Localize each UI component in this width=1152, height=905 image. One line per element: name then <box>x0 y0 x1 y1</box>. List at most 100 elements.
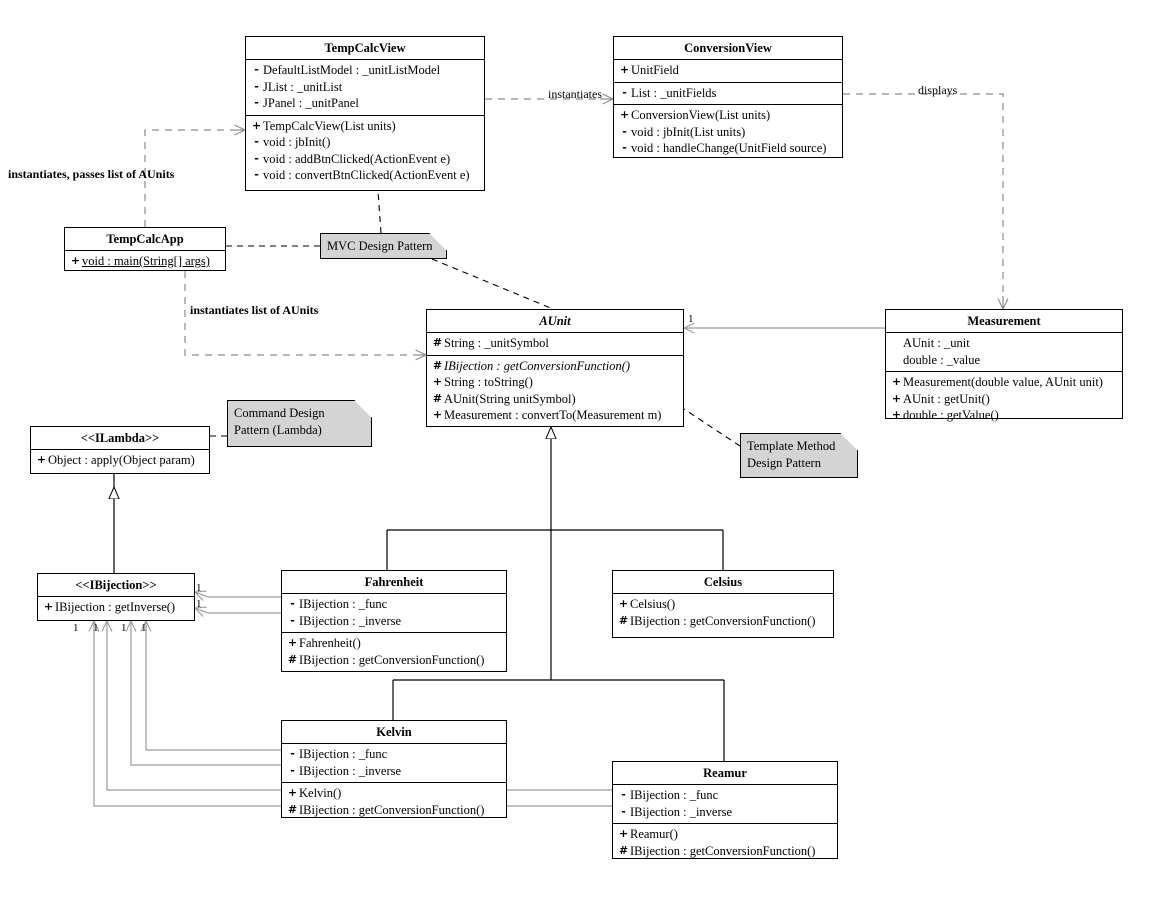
class-name-tempcalcview: TempCalcView <box>246 37 484 60</box>
class-name-kelvin: Kelvin <box>282 721 506 744</box>
methods-compartment: +TempCalcView(List units) -void : jbInit… <box>246 116 484 187</box>
class-box-celsius[interactable]: Celsius +Celsius() #IBijection : getConv… <box>612 570 834 638</box>
method-text: void : handleChange(UnitField source) <box>631 141 827 155</box>
method-text: IBijection : getConversionFunction() <box>299 652 485 667</box>
multiplicity-label: 1 <box>121 622 127 634</box>
method-row: +Fahrenheit() <box>284 635 504 652</box>
note-command-design-pattern[interactable]: Command Design Pattern (Lambda) <box>227 400 372 447</box>
method-row: +Measurement(double value, AUnit unit) <box>888 374 1120 391</box>
class-name-aunit: AUnit <box>427 310 683 333</box>
class-box-fahrenheit[interactable]: Fahrenheit -IBijection : _func -IBijecti… <box>281 570 507 672</box>
class-box-ilambda[interactable]: <<ILambda>> +Object : apply(Object param… <box>30 426 210 474</box>
visibility-marker: # <box>287 652 298 666</box>
attributes-compartment: #String : _unitSymbol <box>427 333 683 356</box>
visibility-marker: - <box>621 804 626 818</box>
edge-conversionview-to-measurement <box>843 93 1009 311</box>
attributes-compartment: -IBijection : _func -IBijection : _inver… <box>282 594 506 633</box>
class-box-tempcalcview[interactable]: TempCalcView -DefaultListModel : _unitLi… <box>245 36 485 191</box>
method-row: #IBijection : getConversionFunction() <box>615 843 835 860</box>
methods-compartment: +Celsius() #IBijection : getConversionFu… <box>613 594 833 632</box>
visibility-marker: - <box>622 85 627 99</box>
attributes-compartment: -List : _unitFields <box>614 83 842 105</box>
visibility-marker: + <box>43 600 54 613</box>
visibility-marker: - <box>290 763 295 777</box>
method-text: void : convertBtnClicked(ActionEvent e) <box>263 168 470 182</box>
multiplicity-label: 1 <box>141 622 147 634</box>
method-row: -void : addBtnClicked(ActionEvent e) <box>248 151 482 168</box>
method-row: #IBijection : getConversionFunction() <box>429 358 681 375</box>
attribute-row: -IBijection : _inverse <box>615 804 835 821</box>
visibility-marker: - <box>254 168 259 181</box>
visibility-marker: + <box>619 63 630 76</box>
method-row: #IBijection : getConversionFunction() <box>284 802 504 819</box>
class-box-kelvin[interactable]: Kelvin -IBijection : _func -IBijection :… <box>281 720 507 818</box>
visibility-marker: - <box>621 788 626 801</box>
visibility-marker: - <box>290 747 295 760</box>
visibility-marker: - <box>290 597 295 610</box>
visibility-marker: # <box>432 358 443 372</box>
class-name-ibijection: <<IBijection>> <box>38 574 194 597</box>
class-box-aunit[interactable]: AUnit #String : _unitSymbol #IBijection … <box>426 309 684 427</box>
method-text: IBijection : getConversionFunction() <box>444 358 631 373</box>
class-box-ibijection[interactable]: <<IBijection>> +IBijection : getInverse(… <box>37 573 195 621</box>
inner-class-compartment: +UnitField <box>614 60 842 83</box>
edge-note-mvc-anchors <box>226 190 554 310</box>
attribute-row: -IBijection : _inverse <box>284 613 504 630</box>
attribute-row: -IBijection : _inverse <box>284 763 504 780</box>
class-name-ilambda: <<ILambda>> <box>31 427 209 450</box>
attribute-text: IBijection : _inverse <box>299 613 402 628</box>
visibility-marker: - <box>622 141 627 154</box>
attribute-row: double : _value <box>888 352 1120 369</box>
method-row: +IBijection : getInverse() <box>40 599 192 616</box>
visibility-marker: # <box>618 843 629 857</box>
attribute-row: -IBijection : _func <box>284 746 504 763</box>
method-text: AUnit : getUnit() <box>903 391 990 406</box>
class-name-reamur: Reamur <box>613 762 837 785</box>
class-box-conversionview[interactable]: ConversionView +UnitField -List : _unitF… <box>613 36 843 158</box>
methods-compartment: +ConversionView(List units) -void : jbIn… <box>614 105 842 160</box>
attribute-row: #String : _unitSymbol <box>429 335 681 352</box>
attribute-text: String : _unitSymbol <box>444 336 549 350</box>
attribute-text: List : _unitFields <box>631 85 717 100</box>
visibility-marker: + <box>287 786 298 799</box>
attributes-compartment: AUnit : _unit double : _value <box>886 333 1122 372</box>
multiplicity-label: 1 <box>93 622 99 634</box>
class-name-measurement: Measurement <box>886 310 1122 333</box>
methods-compartment: #IBijection : getConversionFunction() +S… <box>427 356 683 427</box>
attribute-text: IBijection : _func <box>630 788 719 802</box>
attribute-text: IBijection : _inverse <box>299 763 402 778</box>
visibility-marker: - <box>290 613 295 627</box>
method-text: void : addBtnClicked(ActionEvent e) <box>263 151 451 166</box>
method-row: +String : toString() <box>429 374 681 391</box>
class-name-fahrenheit: Fahrenheit <box>282 571 506 594</box>
visibility-marker: - <box>622 124 627 138</box>
methods-compartment: +Object : apply(Object param) <box>31 450 209 472</box>
method-row: #IBijection : getConversionFunction() <box>284 652 504 669</box>
note-line: Template Method <box>747 439 836 453</box>
attributes-compartment: -DefaultListModel : _unitListModel -JLis… <box>246 60 484 116</box>
method-text: IBijection : getConversionFunction() <box>630 613 816 628</box>
edge-fahrenheit-inverse-to-ibijection <box>193 606 281 617</box>
note-template-method-design-pattern[interactable]: Template Method Design Pattern <box>740 433 858 478</box>
visibility-marker: + <box>619 108 630 121</box>
attribute-text: IBijection : _func <box>299 747 388 761</box>
visibility-marker: + <box>618 597 629 610</box>
inner-class-row: +UnitField <box>616 62 840 79</box>
note-mvc-design-pattern[interactable]: MVC Design Pattern <box>320 233 447 259</box>
class-box-measurement[interactable]: Measurement AUnit : _unit double : _valu… <box>885 309 1123 422</box>
edge-kelvin-func-to-ibijection <box>140 619 281 751</box>
class-box-tempcalcapp[interactable]: TempCalcApp +void : main(String[] args) <box>64 227 226 271</box>
method-text: ConversionView(List units) <box>631 108 771 122</box>
edge-tempcalcapp-to-tempcalcview <box>144 124 247 227</box>
attribute-text: IBijection : _func <box>299 597 388 611</box>
multiplicity-label: 1 <box>688 313 694 325</box>
visibility-marker: # <box>432 391 443 405</box>
class-box-reamur[interactable]: Reamur -IBijection : _func -IBijection :… <box>612 761 838 859</box>
method-text: Celsius() <box>630 597 676 611</box>
method-text: Measurement : convertTo(Measurement m) <box>444 408 662 422</box>
method-text: void : main(String[] args) <box>82 254 210 268</box>
attribute-row: -JList : _unitList <box>248 79 482 96</box>
visibility-marker: - <box>254 63 259 76</box>
multiplicity-label: 1 <box>73 622 79 634</box>
